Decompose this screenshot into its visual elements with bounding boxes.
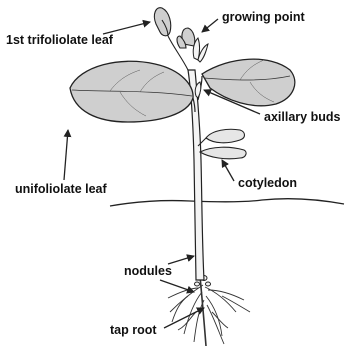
arrow-cotyledon — [222, 160, 234, 181]
label-unifoliolate-leaf: unifoliolate leaf — [15, 183, 107, 196]
label-growing-point: growing point — [222, 11, 305, 24]
soil-surface-line — [110, 199, 344, 206]
label-first-trifoliolate-leaf: 1st trifoliolate leaf — [6, 34, 113, 47]
growing-point-bud — [193, 38, 208, 62]
arrow-growing-point — [202, 19, 218, 32]
arrow-nodules-upper — [168, 256, 194, 264]
arrow-nodules-lower — [160, 280, 194, 292]
label-cotyledon: cotyledon — [238, 177, 297, 190]
label-nodules: nodules — [124, 265, 172, 278]
cotyledon-left — [206, 129, 245, 143]
trifoliolate-leaflets — [154, 8, 194, 48]
arrow-unifoliolate — [64, 130, 68, 180]
label-axillary-buds: axillary buds — [264, 111, 340, 124]
unifoliolate-leaf-left — [70, 61, 193, 122]
label-tap-root: tap root — [110, 324, 157, 337]
unifoliolate-leaf-right — [202, 59, 295, 106]
cotyledon-right — [200, 147, 246, 159]
